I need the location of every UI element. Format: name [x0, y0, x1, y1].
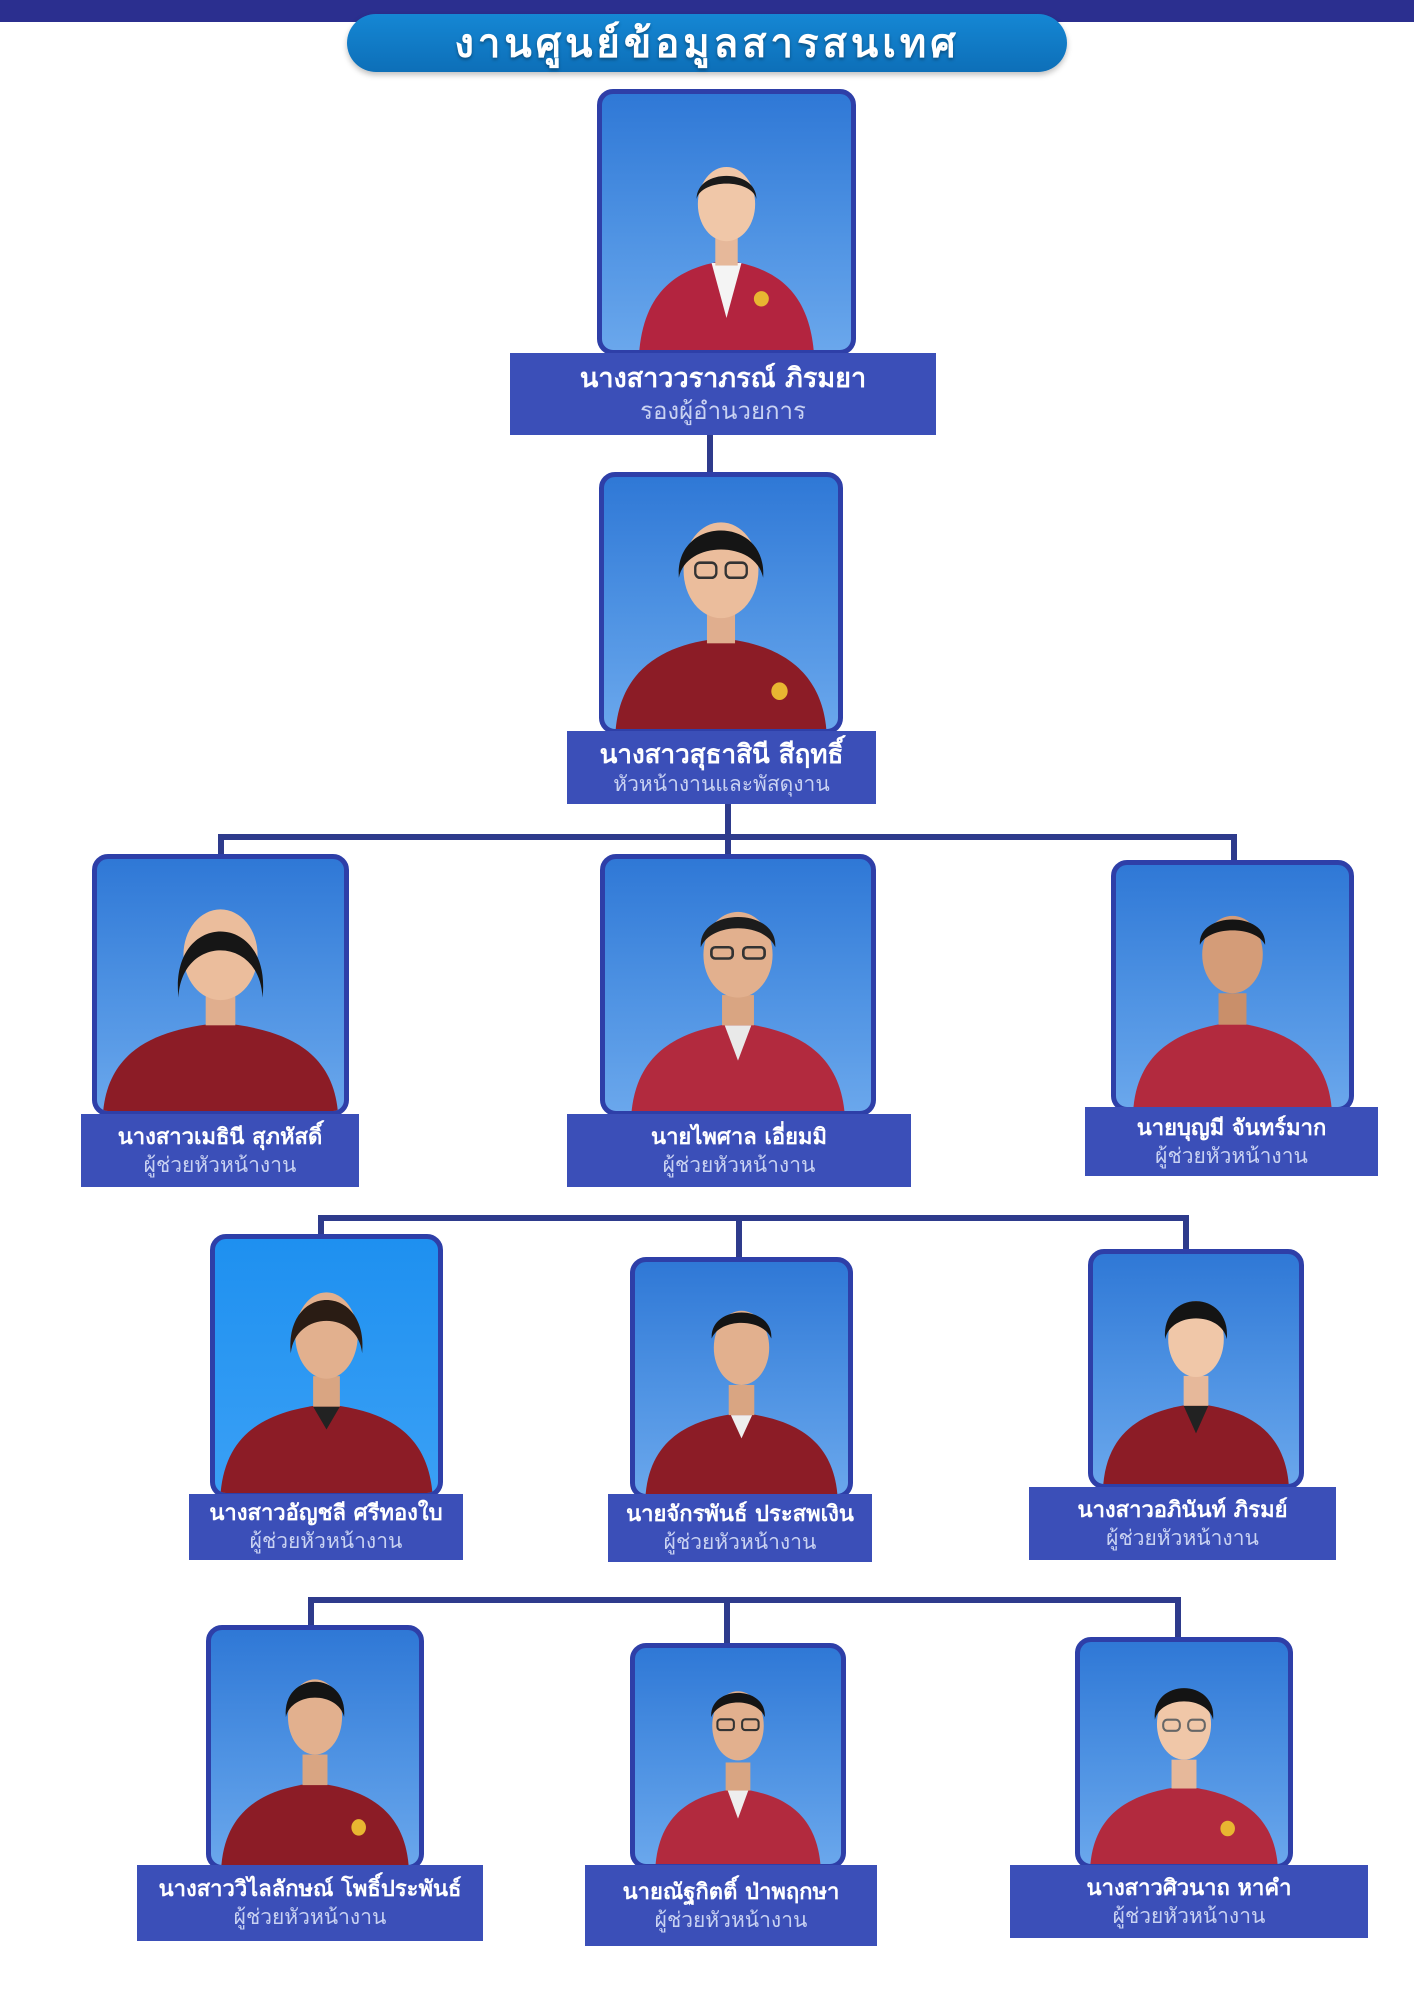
connector-line [308, 1597, 314, 1627]
connector-line [725, 800, 731, 838]
person-photo-placeholder [221, 1679, 409, 1865]
member-name: นายณัฐกิตติ์ ป่าพฤกษา [622, 1879, 840, 1905]
member-card-2: นางสาวสุธาสินี สีฤทธิ์ หัวหน้างานและพัสด… [567, 731, 876, 804]
member-name: นางสาวเมธินี สุภหัสดิ์ [117, 1124, 323, 1150]
member-card-8: นางสาวอภินันท์ ภิรมย์ ผู้ช่วยหัวหน้างาน [1029, 1487, 1336, 1560]
member-card-7: นายจักรพันธ์ ประสพเงิน ผู้ช่วยหัวหน้างาน [608, 1494, 872, 1562]
connector-line [308, 1597, 1181, 1603]
connector-line [724, 1597, 730, 1643]
member-photo [206, 1625, 424, 1870]
member-name: นางสาวศิวนาถ หาคำ [1086, 1875, 1292, 1901]
connector-line [318, 1215, 324, 1243]
member-photo [210, 1234, 443, 1498]
person-photo-placeholder [103, 909, 338, 1111]
person-photo-placeholder [1090, 1688, 1278, 1864]
member-name: นายไพศาล เอี่ยมมิ [651, 1124, 827, 1150]
member-photo [597, 89, 856, 355]
person-photo-placeholder [631, 911, 845, 1111]
member-name: นายบุญมี จันทร์มาก [1136, 1115, 1327, 1141]
connector-line [725, 834, 731, 856]
member-card-5: นายบุญมี จันทร์มาก ผู้ช่วยหัวหน้างาน [1085, 1107, 1378, 1176]
member-card-3: นางสาวเมธินี สุภหัสดิ์ ผู้ช่วยหัวหน้างาน [81, 1114, 359, 1187]
member-role: หัวหน้างานและพัสดุงาน [613, 771, 830, 796]
member-photo [1075, 1637, 1293, 1869]
connector-line [707, 432, 713, 476]
person-photo-placeholder [645, 1310, 838, 1494]
member-role: ผู้ช่วยหัวหน้างาน [233, 1905, 387, 1929]
page-title-banner: งานศูนย์ข้อมูลสารสนเทศ [347, 14, 1067, 72]
member-photo [1111, 860, 1354, 1112]
member-card-9: นางสาววิไลลักษณ์ โพธิ์ประพันธ์ ผู้ช่วยหั… [137, 1865, 483, 1941]
member-role: ผู้ช่วยหัวหน้างาน [663, 1530, 817, 1554]
member-card-4: นายไพศาล เอี่ยมมิ ผู้ช่วยหัวหน้างาน [567, 1114, 911, 1187]
member-role: ผู้ช่วยหัวหน้างาน [1112, 1903, 1266, 1928]
top-bar [0, 0, 1414, 22]
member-card-10: นายณัฐกิตติ์ ป่าพฤกษา ผู้ช่วยหัวหน้างาน [585, 1865, 877, 1946]
member-role: รองผู้อำนวยการ [640, 397, 806, 425]
connector-line [218, 834, 224, 856]
member-role: ผู้ช่วยหัวหน้างาน [249, 1529, 403, 1553]
page-title: งานศูนย์ข้อมูลสารสนเทศ [454, 21, 960, 67]
connector-line [736, 1215, 742, 1259]
connector-line [1231, 834, 1237, 860]
member-card-11: นางสาวศิวนาถ หาคำ ผู้ช่วยหัวหน้างาน [1010, 1865, 1368, 1938]
person-photo-placeholder [1103, 1301, 1289, 1484]
member-role: ผู้ช่วยหัวหน้างาน [1106, 1525, 1259, 1550]
member-photo [630, 1643, 846, 1869]
connector-line [1183, 1215, 1189, 1251]
connector-line [1175, 1597, 1181, 1637]
member-role: ผู้ช่วยหัวหน้างาน [143, 1152, 297, 1177]
member-name: นางสาววราภรณ์ ภิรมยา [579, 363, 867, 394]
person-photo-placeholder [1133, 915, 1332, 1107]
person-photo-placeholder [639, 166, 814, 350]
person-photo-placeholder [220, 1292, 433, 1493]
member-photo [599, 472, 843, 734]
member-photo [630, 1257, 853, 1499]
member-role: ผู้ช่วยหัวหน้างาน [662, 1152, 816, 1177]
member-role: ผู้ช่วยหัวหน้างาน [654, 1907, 808, 1932]
member-photo [92, 854, 349, 1116]
member-name: นางสาวอัญชลี ศรีทองใบ [209, 1501, 443, 1526]
member-name: นางสาววิไลลักษณ์ โพธิ์ประพันธ์ [158, 1877, 462, 1902]
member-role: ผู้ช่วยหัวหน้างาน [1155, 1143, 1308, 1168]
member-card-1: นางสาววราภรณ์ ภิรมยา รองผู้อำนวยการ [510, 353, 936, 435]
member-photo [1088, 1249, 1304, 1489]
member-photo [600, 854, 876, 1116]
member-name: นางสาวสุธาสินี สีฤทธิ์ [599, 739, 844, 770]
person-photo-placeholder [655, 1691, 821, 1864]
member-card-6: นางสาวอัญชลี ศรีทองใบ ผู้ช่วยหัวหน้างาน [189, 1494, 463, 1560]
connector-line [318, 1215, 1189, 1221]
person-photo-placeholder [615, 522, 827, 729]
member-name: นางสาวอภินันท์ ภิรมย์ [1077, 1497, 1288, 1523]
member-name: นายจักรพันธ์ ประสพเงิน [626, 1502, 854, 1527]
